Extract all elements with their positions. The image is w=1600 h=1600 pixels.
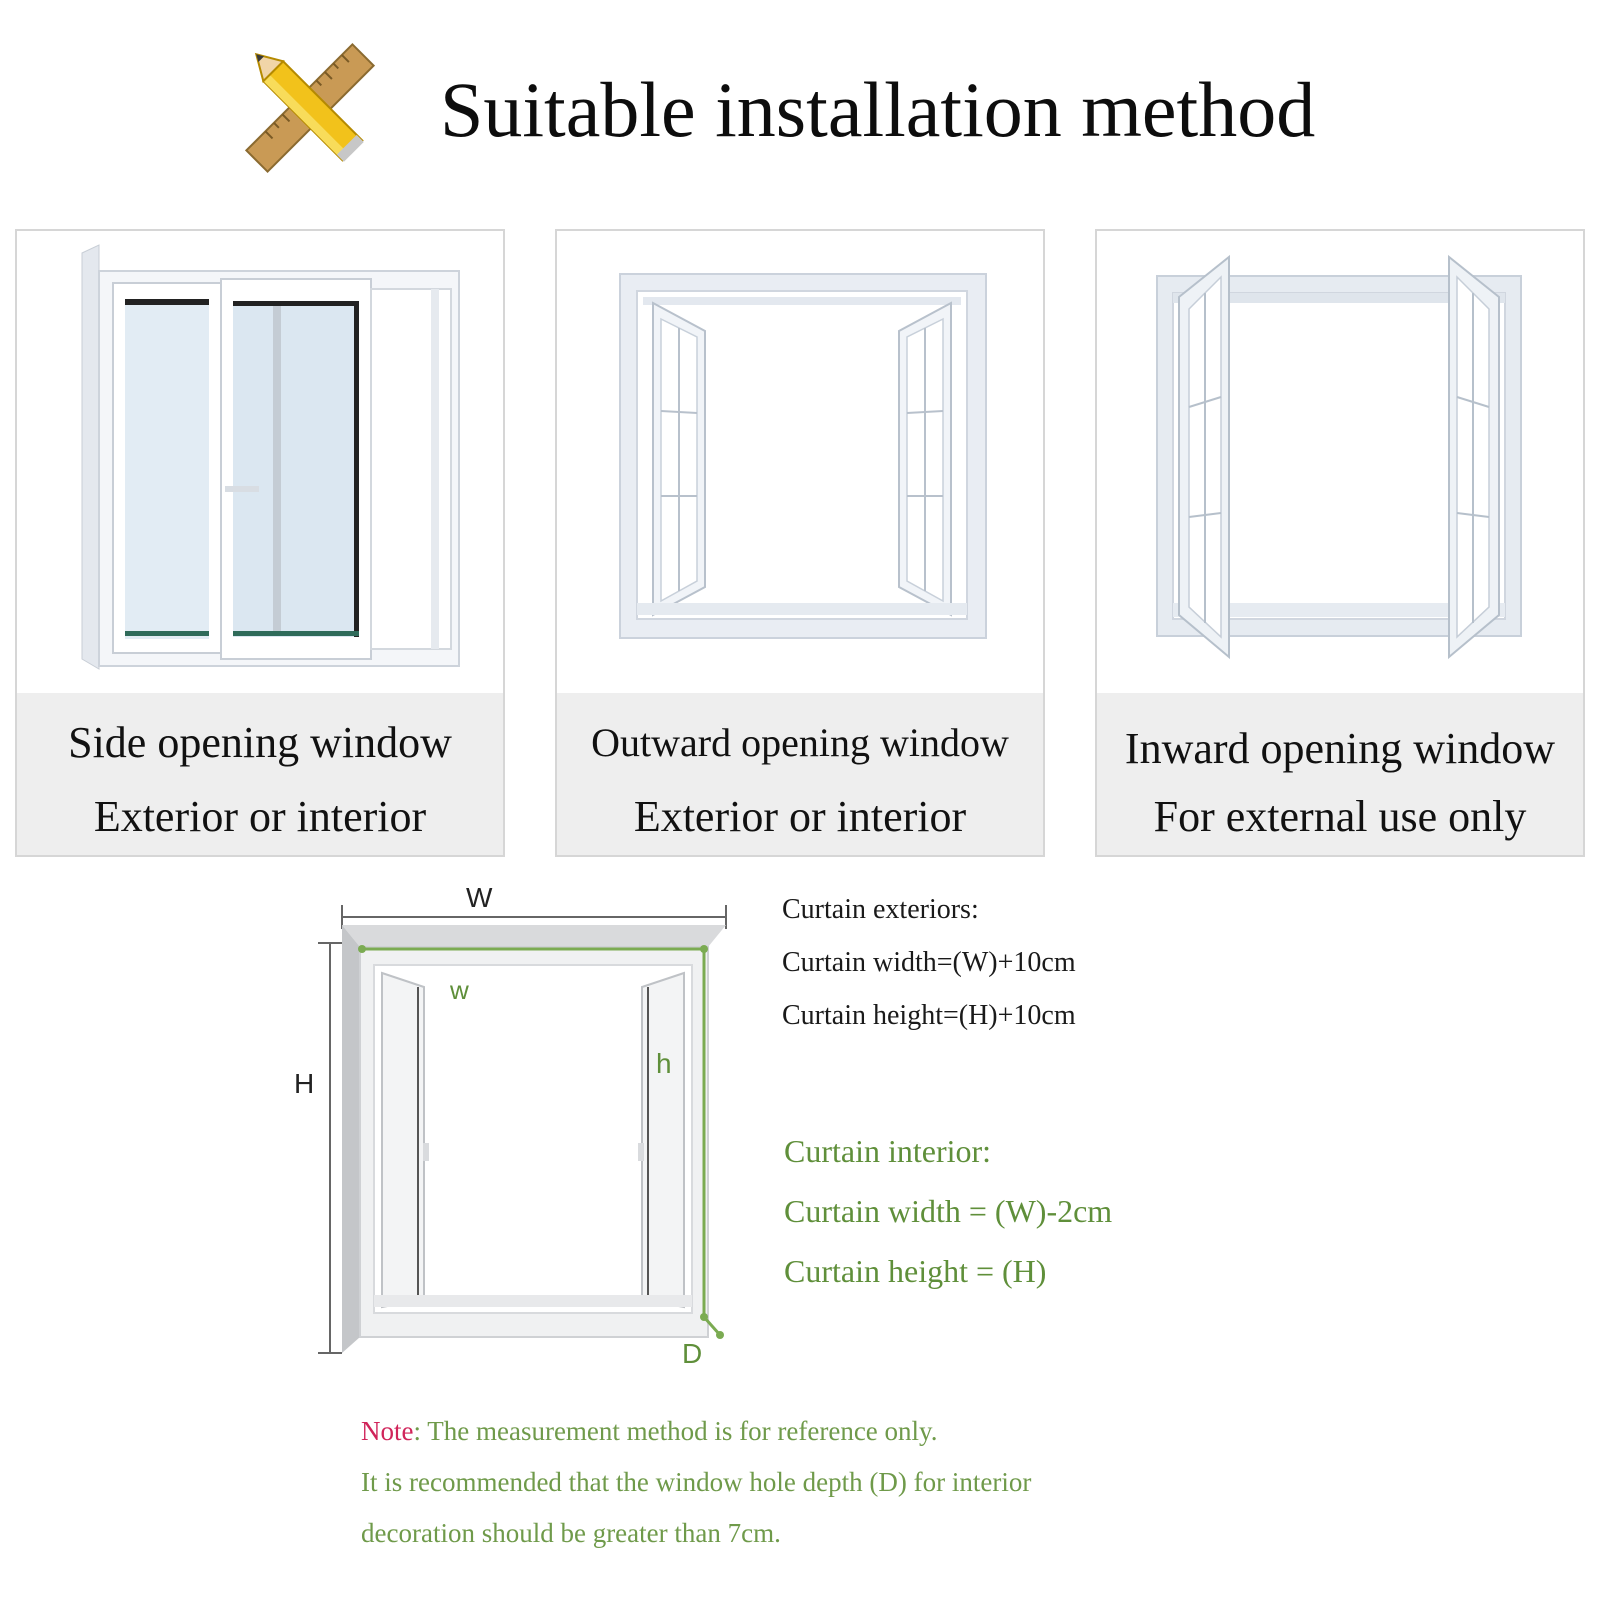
interior-title: Curtain interior:	[784, 1133, 992, 1169]
dimension-label-D: D	[682, 1338, 702, 1369]
note-line-3: decoration should be greater than 7cm.	[361, 1518, 781, 1548]
dimension-label-w: w	[449, 975, 469, 1005]
exterior-width-formula: Curtain width=(W)+10cm	[782, 947, 1076, 978]
caption-inward-opening: Inward opening window For external use o…	[1097, 693, 1583, 855]
card-title: Inward opening window	[1124, 724, 1556, 773]
card-outward-opening-window: Outward opening window Exterior or inter…	[555, 229, 1045, 857]
note-text-1: : The measurement method is for referenc…	[413, 1416, 938, 1446]
sliding-window-icon	[17, 231, 503, 693]
page-title: Suitable installation method	[440, 66, 1316, 153]
card-title: Outward opening window	[591, 720, 1009, 765]
card-side-opening-window: Side opening window Exterior or interior	[15, 229, 505, 857]
interior-height-formula: Curtain height = (H)	[784, 1253, 1047, 1289]
card-subtitle: Exterior or interior	[93, 792, 427, 841]
ruler-pencil-icon	[240, 38, 380, 178]
outward-casement-window-icon	[557, 231, 1043, 693]
exterior-height-formula: Curtain height=(H)+10cm	[782, 1000, 1076, 1031]
note-label: Note	[361, 1416, 414, 1446]
dimension-label-h: h	[656, 1048, 672, 1079]
card-title: Side opening window	[68, 718, 452, 767]
note-line-2: It is recommended that the window hole d…	[361, 1467, 1032, 1497]
card-subtitle: Exterior or interior	[633, 792, 967, 841]
exterior-title: Curtain exteriors:	[782, 894, 979, 925]
dimension-label-H: H	[294, 1068, 314, 1099]
caption-outward-opening: Outward opening window Exterior or inter…	[557, 693, 1043, 855]
inward-casement-window-icon	[1097, 231, 1583, 693]
interior-width-formula: Curtain width = (W)-2cm	[784, 1193, 1113, 1229]
dimension-label-W: W	[466, 882, 493, 913]
note-line-1: Note: The measurement method is for refe…	[361, 1414, 938, 1448]
caption-side-opening: Side opening window Exterior or interior	[17, 693, 503, 855]
card-inward-opening-window: Inward opening window For external use o…	[1095, 229, 1585, 857]
measurement-diagram: W H w h D	[290, 875, 750, 1375]
card-subtitle: For external use only	[1153, 792, 1527, 841]
